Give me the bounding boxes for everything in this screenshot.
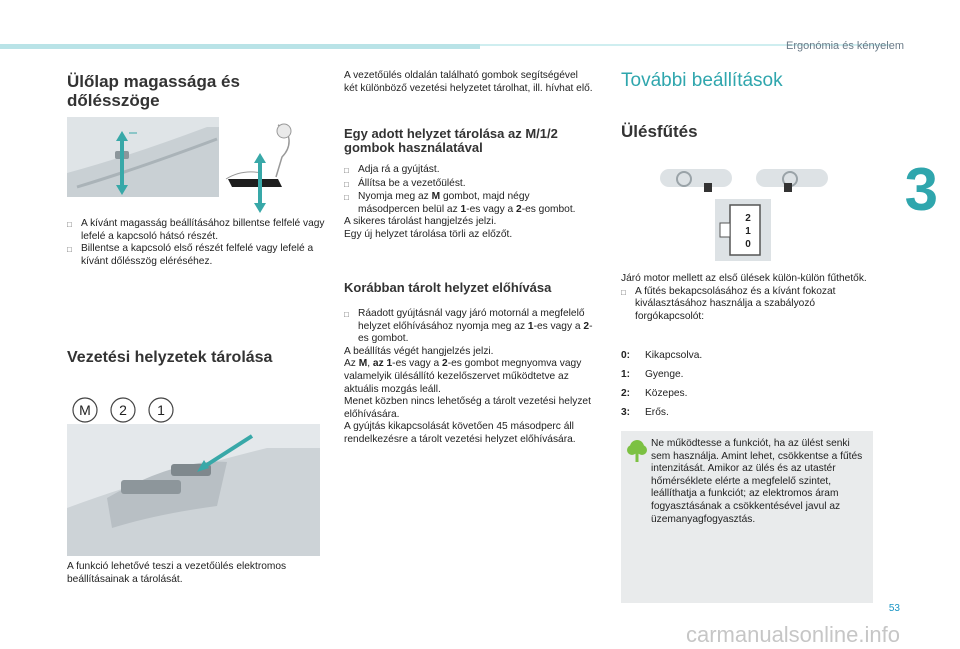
tree-icon <box>627 440 647 462</box>
memory-label-1: 1 <box>157 402 165 418</box>
memory-intro: A vezetőülés oldalán található gombok se… <box>344 70 593 94</box>
list-item: 1:Gyenge. <box>621 369 684 380</box>
eco-note-box: Ne működtesse a funkciót, ha az ülést se… <box>621 431 873 603</box>
section-title-recall-position: Korábban tárolt helyzet előhívása <box>344 280 552 295</box>
list-item: 2:Közepes. <box>621 388 688 399</box>
watermark: carmanualsonline.info <box>685 622 900 647</box>
seat-tilt-diagram <box>222 117 298 213</box>
bullet-item: □Ráadott gyújtásnál vagy járó motornál a… <box>344 308 593 345</box>
dial-level-2: 2 <box>745 213 751 224</box>
memory-buttons-figure: M 2 1 <box>67 388 320 556</box>
seat-height-bullets: □A kívánt magasság beállításához billent… <box>67 218 327 268</box>
dial-level-0: 0 <box>745 239 751 250</box>
header-line <box>480 44 890 46</box>
seat-adjust-figure <box>67 117 219 197</box>
bullet-item: □Billentse a kapcsoló első részét felfel… <box>67 243 314 267</box>
section-title-seat-heating: Ülésfűtés <box>621 122 698 141</box>
section-title-further-settings: További beállítások <box>621 70 783 91</box>
section-title-seat-height: Ülőlap magassága és dőlésszöge <box>67 72 240 110</box>
list-item: 0:Kikapcsolva. <box>621 350 703 361</box>
seat-heating-figure: 2 1 0 <box>660 165 830 265</box>
header-title: Ergonómia és kényelem <box>785 40 904 52</box>
section-title-driving-positions: Vezetési helyzetek tárolása <box>67 349 273 366</box>
page-number: 53 <box>888 603 900 614</box>
section-title-store-position: Egy adott helyzet tárolása az M/1/2 gomb… <box>344 126 558 155</box>
bullet-item: □Nyomja meg az M gombot, majd négy másod… <box>344 191 576 215</box>
chapter-number: 3 <box>904 156 938 223</box>
recall-text: □Ráadott gyújtásnál vagy járó motornál a… <box>344 308 593 445</box>
memory-label-2: 2 <box>119 402 127 418</box>
bullet-item: □A kívánt magasság beállításához billent… <box>67 218 325 242</box>
seat-heating-text: Járó motor mellett az első ülések külön-… <box>621 273 871 323</box>
dial-level-1: 1 <box>745 226 751 237</box>
heating-levels-list: 0:Kikapcsolva. 1:Gyenge. 2:Közepes. 3:Er… <box>621 350 702 426</box>
header-accent-bar <box>0 44 480 49</box>
store-steps: □Adja rá a gyújtást. □Állítsa be a vezet… <box>344 164 594 242</box>
memory-label-m: M <box>79 402 91 418</box>
memory-caption: A funkció lehetővé teszi a vezetőülés el… <box>67 561 287 585</box>
list-item: 3:Erős. <box>621 407 669 418</box>
bullet-item: □Adja rá a gyújtást. <box>344 164 440 175</box>
store-confirm-text: A sikeres tárolást hangjelzés jelzi. <box>344 216 497 228</box>
bullet-item: □A fűtés bekapcsolásához és a kívánt fok… <box>621 285 836 322</box>
eco-note-text: Ne működtesse a funkciót, ha az ülést se… <box>651 438 863 525</box>
bullet-item: □Állítsa be a vezetőülést. <box>344 177 466 189</box>
store-overwrite-text: Egy új helyzet tárolása törli az előzőt. <box>344 228 513 240</box>
